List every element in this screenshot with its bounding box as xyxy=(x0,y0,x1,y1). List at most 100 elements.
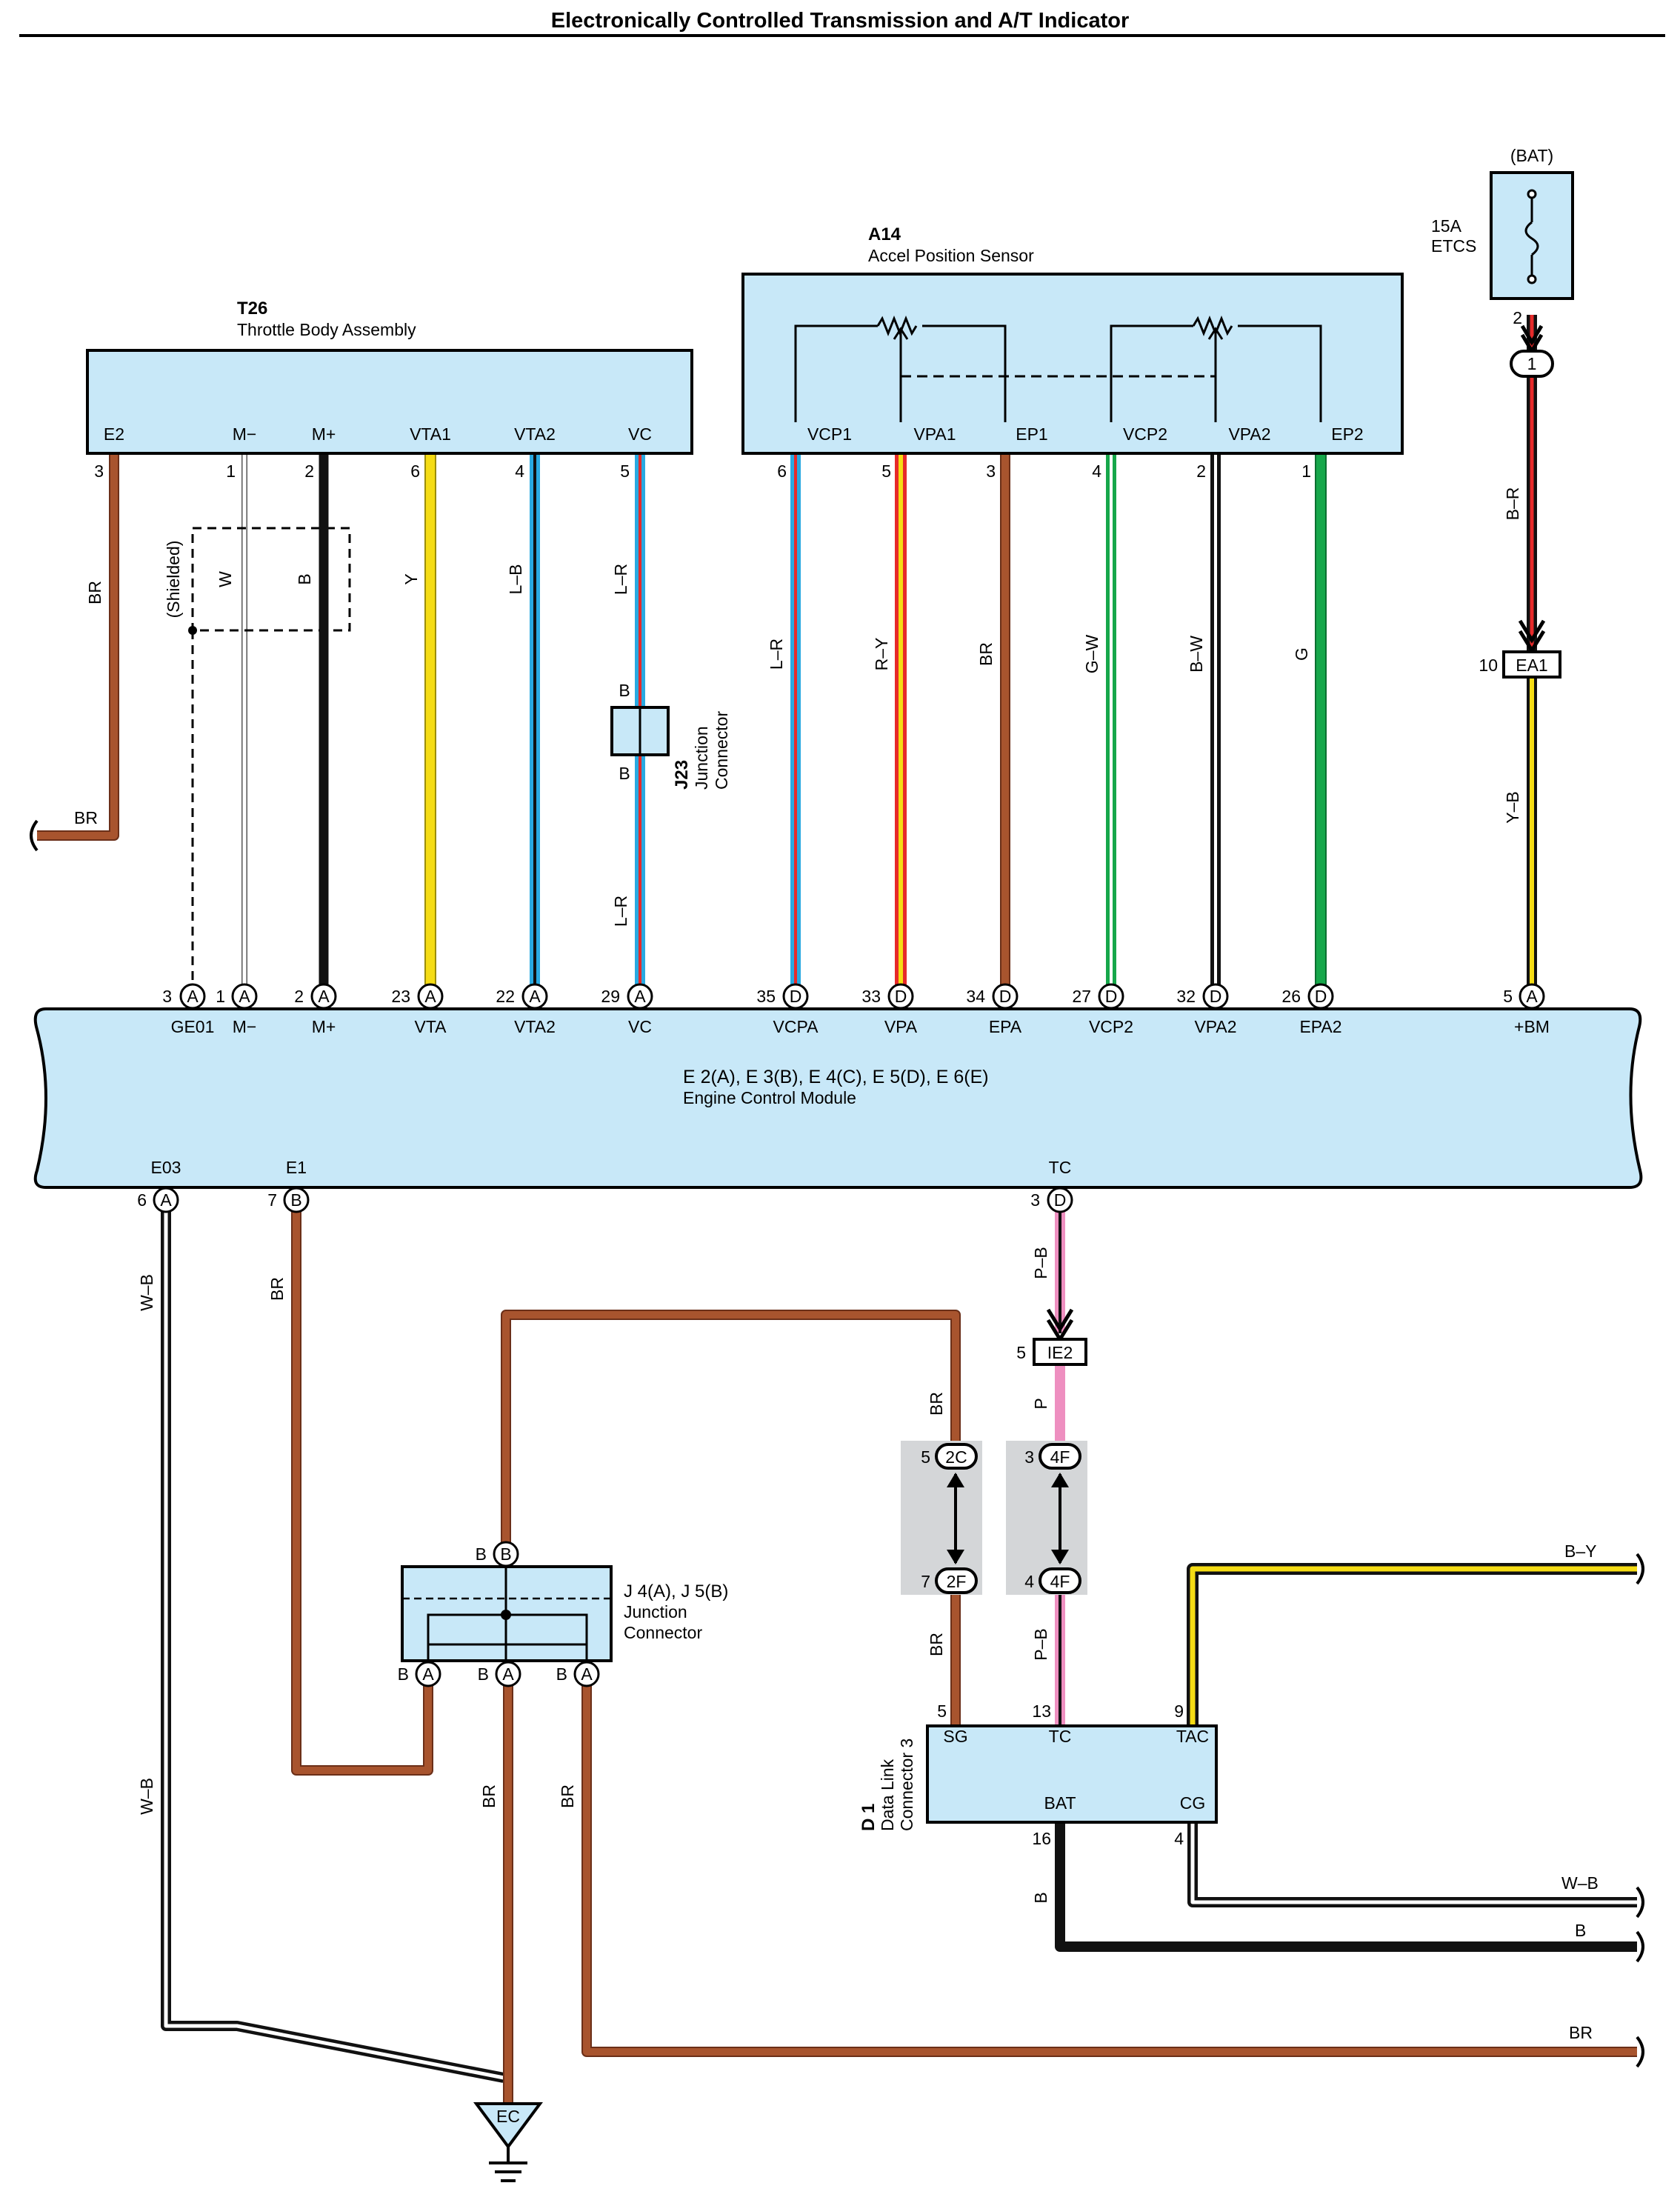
ecm-top-pin-epa: D 34 EPA xyxy=(966,983,1022,1036)
svg-text:7: 7 xyxy=(921,1572,930,1591)
d1-term-cg: CG xyxy=(1180,1793,1206,1813)
connector-ie2-id: IE2 xyxy=(1047,1343,1073,1362)
label-by: B–Y xyxy=(1564,1541,1596,1561)
label-br-j-right: BR xyxy=(558,1784,577,1808)
a14-term-vpa1: VPA1 xyxy=(913,424,956,444)
j45-line2: Connector xyxy=(624,1623,702,1642)
d1-term-tac: TAC xyxy=(1176,1727,1209,1746)
label-br-j-mid: BR xyxy=(479,1784,499,1808)
a14-pin-1: 1 xyxy=(1301,461,1311,481)
svg-text:A: A xyxy=(160,1190,172,1210)
svg-text:2C: 2C xyxy=(945,1447,967,1467)
j23-code: J23 xyxy=(672,760,692,790)
svg-text:D: D xyxy=(895,987,907,1006)
fuse-name: ETCS xyxy=(1431,236,1476,256)
svg-text:+BM: +BM xyxy=(1514,1017,1550,1036)
svg-text:2: 2 xyxy=(294,987,304,1006)
t26-pin-2: 2 xyxy=(304,461,314,481)
ecm-bottom-pin-tc: D 3 TC xyxy=(1030,1158,1073,1213)
svg-text:VTA2: VTA2 xyxy=(514,1017,556,1036)
fuse-supply: (BAT) xyxy=(1510,146,1553,165)
connector-ie2 xyxy=(1033,1308,1087,1366)
wire-wb-left xyxy=(161,1200,505,2083)
ecm-top-pin-vta: A 23 VTA xyxy=(391,983,447,1036)
ground-symbol xyxy=(473,2102,543,2182)
connector-2f: 2F 7 xyxy=(921,1567,978,1594)
wire-br-e2 xyxy=(37,453,119,841)
label-br-e2-exit: BR xyxy=(74,808,98,827)
svg-text:5: 5 xyxy=(921,1447,930,1467)
svg-text:26: 26 xyxy=(1281,987,1301,1006)
d1-line1: Data Link xyxy=(878,1759,897,1831)
svg-text:VCPA: VCPA xyxy=(773,1017,819,1036)
svg-text:33: 33 xyxy=(861,987,881,1006)
label-yb: Y–B xyxy=(1503,791,1522,823)
svg-text:M+: M+ xyxy=(312,1017,336,1036)
j23-pin-top: B xyxy=(619,681,630,700)
svg-text:D: D xyxy=(1054,1190,1067,1210)
svg-text:34: 34 xyxy=(966,987,985,1006)
wire-by-tac xyxy=(1187,1563,1637,1726)
svg-text:D: D xyxy=(1210,987,1222,1006)
svg-text:22: 22 xyxy=(496,987,515,1006)
svg-text:A: A xyxy=(187,987,199,1006)
ground-label: EC xyxy=(496,2107,520,2126)
a14-code: A14 xyxy=(868,224,901,244)
connector-1 xyxy=(1510,324,1554,378)
svg-text:VTA: VTA xyxy=(414,1017,447,1036)
wire-wb-cg xyxy=(1187,1822,1637,1907)
label-br-e2: BR xyxy=(85,581,104,604)
svg-text:EPA2: EPA2 xyxy=(1299,1017,1341,1036)
ecm-top-pin-vpa: D 33 VPA xyxy=(861,983,918,1036)
svg-text:A: A xyxy=(1526,987,1538,1006)
label-br-right: BR xyxy=(1569,2023,1593,2042)
svg-text:TC: TC xyxy=(1049,1158,1072,1177)
svg-text:32: 32 xyxy=(1176,987,1196,1006)
svg-text:6: 6 xyxy=(137,1190,147,1210)
t26-term-mplus: M+ xyxy=(312,424,336,444)
svg-text:1: 1 xyxy=(216,987,225,1006)
fuse-rating: 15A xyxy=(1431,216,1462,236)
t26-pin-1: 1 xyxy=(226,461,236,481)
ecm-top-pin-bm: A 5 +BM xyxy=(1503,983,1550,1036)
svg-text:VCP2: VCP2 xyxy=(1089,1017,1133,1036)
label-lr-top: L–R xyxy=(611,564,630,595)
svg-text:3: 3 xyxy=(1024,1447,1034,1467)
ecm-bottom-pin-e03: A 6 E03 xyxy=(137,1158,181,1213)
label-y: Y xyxy=(401,573,421,584)
d1-pin-5: 5 xyxy=(937,1701,947,1721)
wire-br-e1 xyxy=(291,1200,433,1776)
d1-pin-13: 13 xyxy=(1032,1701,1051,1721)
svg-text:3: 3 xyxy=(162,987,172,1006)
svg-text:B: B xyxy=(478,1664,489,1684)
a14-term-vpa2: VPA2 xyxy=(1228,424,1270,444)
ecm-top-pin-epa2: D 26 EPA2 xyxy=(1281,983,1342,1036)
label-b-mplus: B xyxy=(295,573,314,584)
svg-text:A: A xyxy=(502,1664,514,1684)
j45-bottom-pin-left: A B xyxy=(398,1661,441,1687)
t26-pin-5: 5 xyxy=(620,461,630,481)
svg-text:D: D xyxy=(790,987,802,1006)
t26-term-vc: VC xyxy=(628,424,652,444)
ecm-top-pin-mminus: A 1 M− xyxy=(216,983,258,1036)
connector-4f-bottom: 4F 4 xyxy=(1024,1567,1081,1594)
label-br-fuse: B–R xyxy=(1503,487,1522,521)
data-link-connector-3 xyxy=(926,1724,1218,1824)
label-b-right: B xyxy=(1575,1921,1586,1940)
a14-pin-3: 3 xyxy=(986,461,996,481)
fuse-etcs xyxy=(1490,171,1574,300)
d1-pin-4: 4 xyxy=(1174,1829,1184,1848)
svg-text:3: 3 xyxy=(1030,1190,1040,1210)
d1-line2: Connector 3 xyxy=(897,1739,916,1831)
d1-term-sg: SG xyxy=(943,1727,967,1746)
shield-outline xyxy=(188,527,351,996)
connector-ea1-pin: 10 xyxy=(1479,656,1498,675)
svg-text:27: 27 xyxy=(1072,987,1091,1006)
ecm-top-pin-vcpa: D 35 VCPA xyxy=(756,983,819,1036)
j45-line1: Junction xyxy=(624,1602,687,1621)
t26-term-vta2: VTA2 xyxy=(514,424,556,444)
label-lr-vcpa: L–R xyxy=(767,639,786,670)
svg-text:VPA2: VPA2 xyxy=(1194,1017,1236,1036)
wire-b-bat xyxy=(1055,1822,1637,1952)
